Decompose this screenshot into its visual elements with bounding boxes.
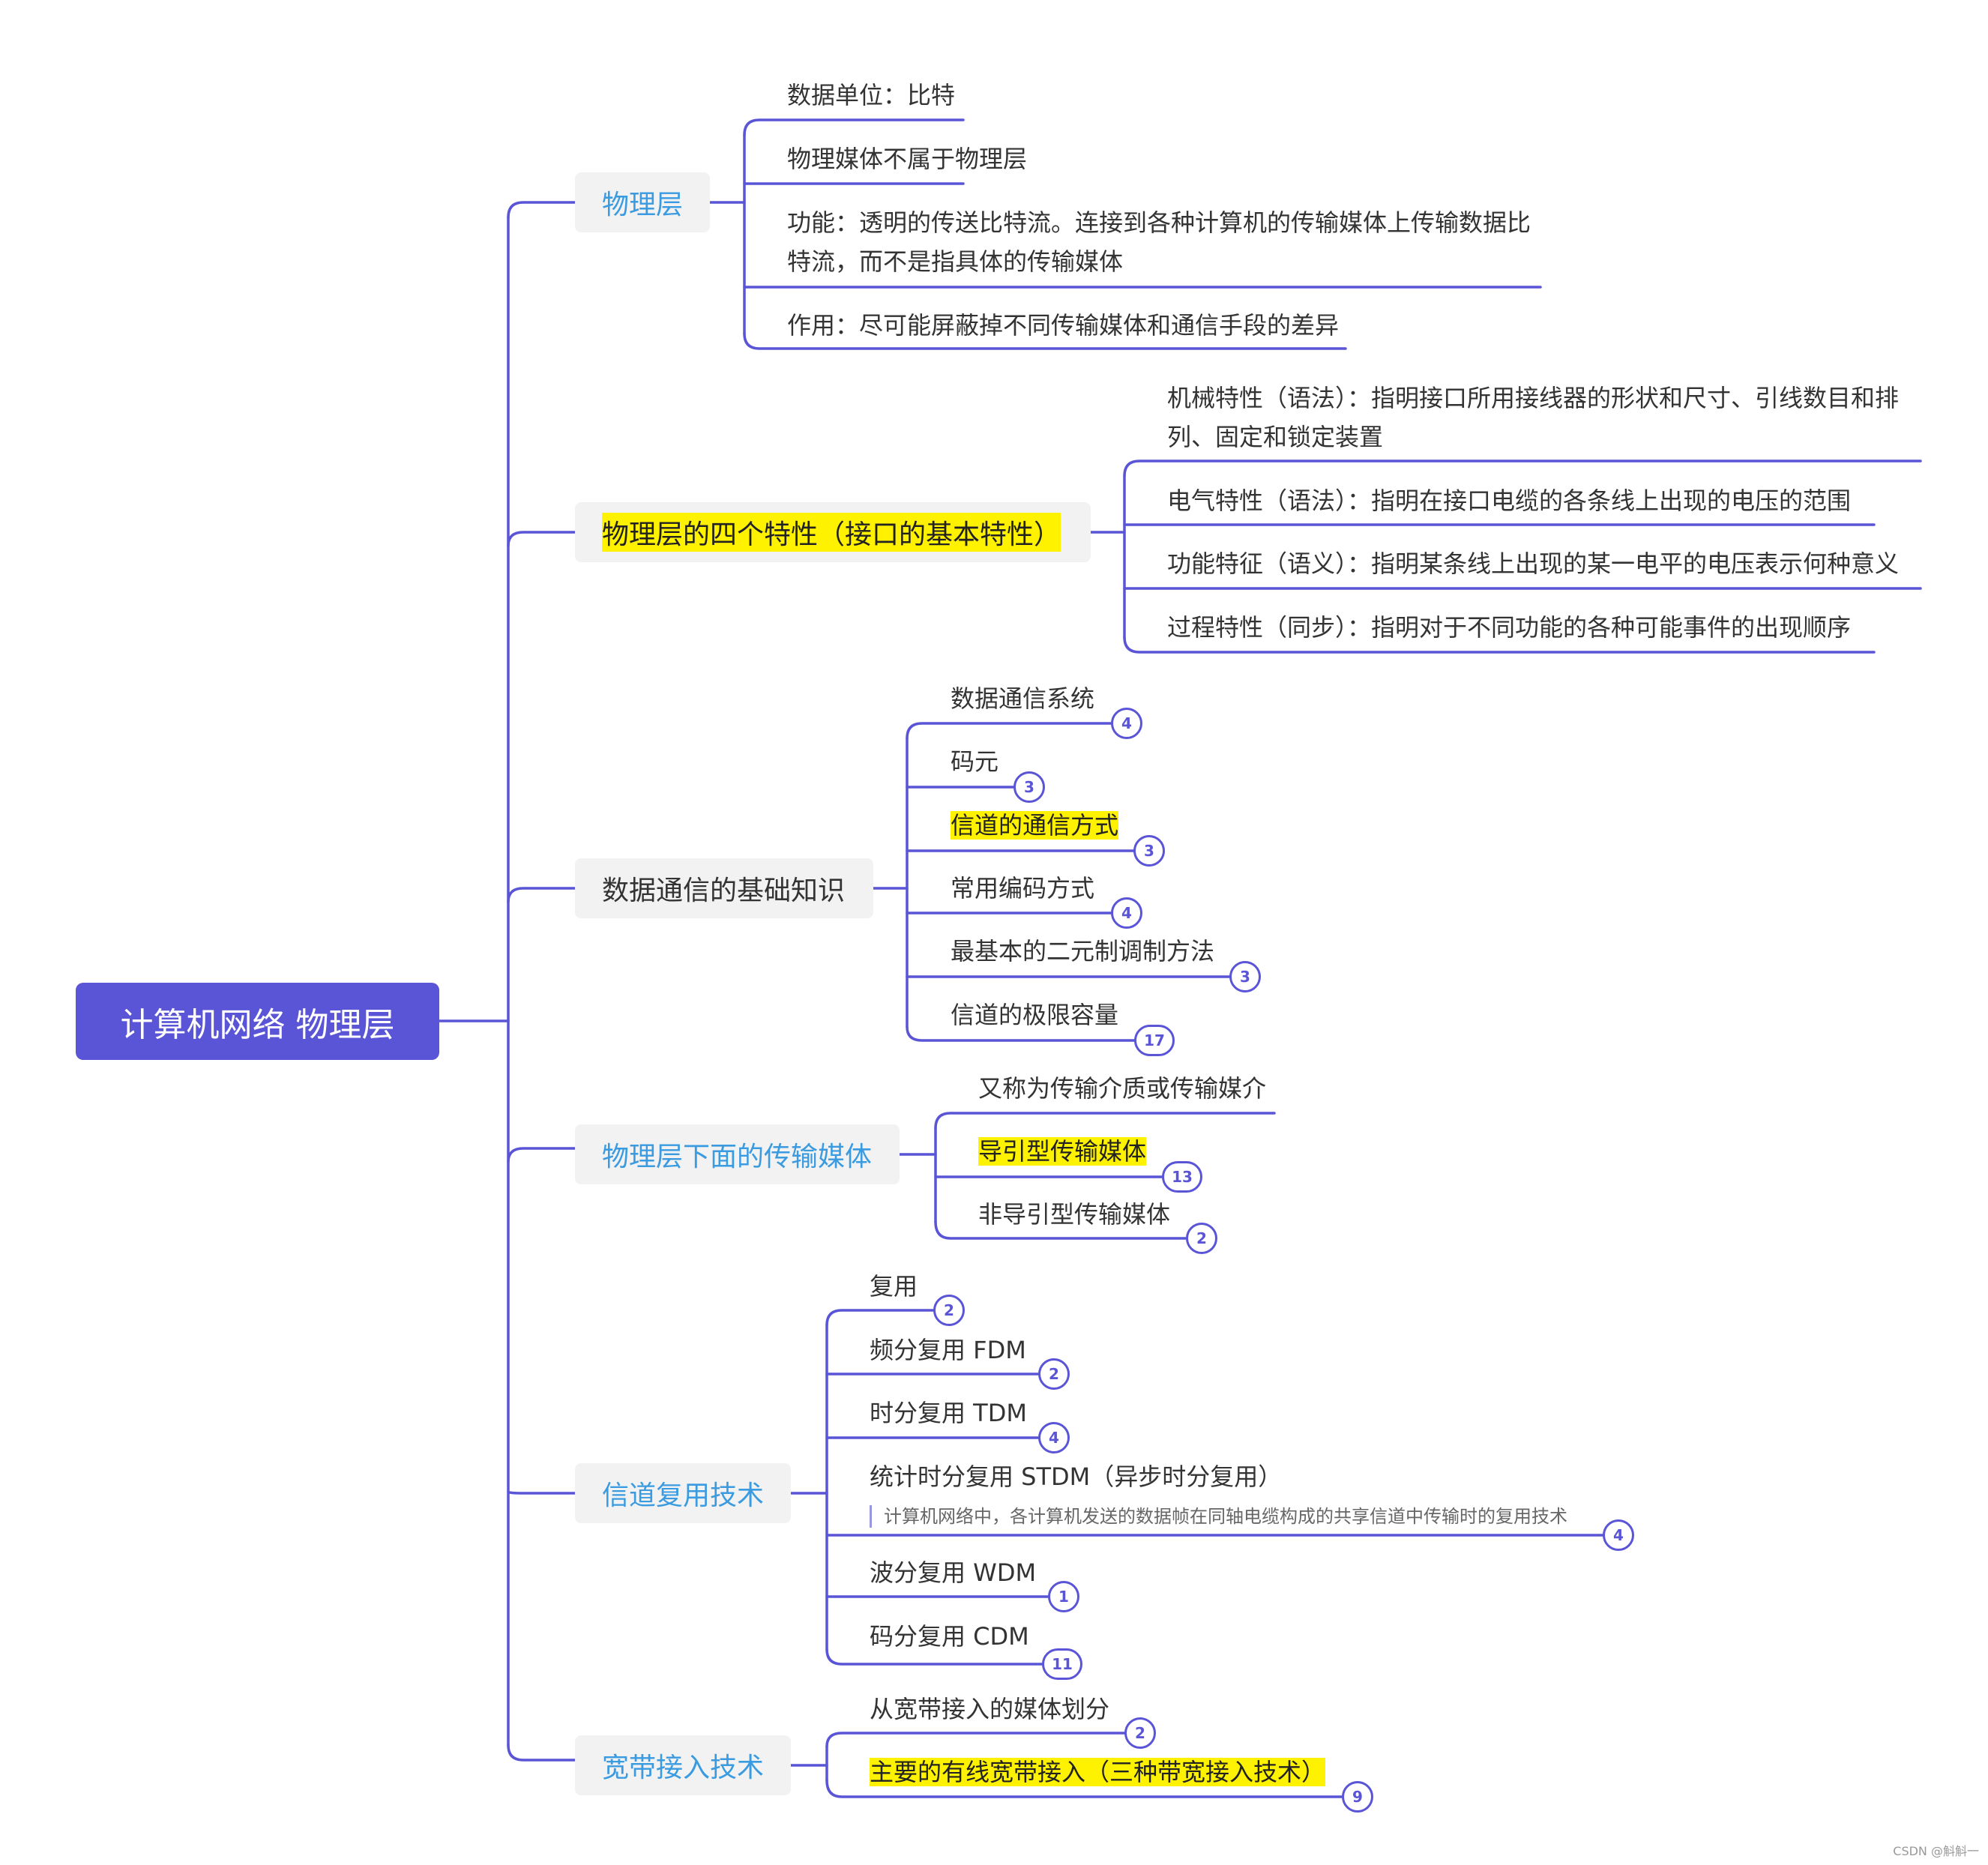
root-topic[interactable]: 计算机网络 物理层 — [76, 983, 439, 1060]
watermark: CSDN @斛斛一 — [1893, 1844, 1979, 1858]
leaf-wired-broadband-label: 主要的有线宽带接入（三种带宽接入技术） — [870, 1758, 1326, 1786]
count-badge[interactable]: 3 — [1229, 961, 1261, 992]
leaf-electrical[interactable]: 电气特性（语法）：指明在接口电缆的各条线上出现的电压的范围 — [1167, 486, 1852, 515]
count-badge[interactable]: 17 — [1134, 1025, 1175, 1056]
leaf-cdm[interactable]: 码分复用 CDM — [870, 1622, 1029, 1651]
count-badge[interactable]: 3 — [1013, 771, 1045, 803]
count-badge[interactable]: 2 — [933, 1295, 965, 1326]
leaf-functional[interactable]: 功能特征（语义）：指明某条线上出现的某一电平的电压表示何种意义 — [1167, 549, 1900, 578]
count-badge[interactable]: 3 — [1133, 835, 1165, 867]
branch-channel-multiplexing[interactable]: 信道复用技术 — [575, 1463, 791, 1523]
branch-four-characteristics[interactable]: 物理层的四个特性（接口的基本特性） — [575, 502, 1091, 562]
branch-four-characteristics-label: 物理层的四个特性（接口的基本特性） — [602, 513, 1061, 552]
leaf-also-called[interactable]: 又称为传输介质或传输媒介 — [978, 1074, 1267, 1103]
leaf-channel-comm-mode[interactable]: 信道的通信方式 — [951, 806, 1119, 845]
leaf-tdm[interactable]: 时分复用 TDM — [870, 1399, 1027, 1427]
count-badge[interactable]: 9 — [1342, 1781, 1373, 1813]
leaf-media-classification[interactable]: 从宽带接入的媒体划分 — [870, 1695, 1110, 1723]
count-badge[interactable]: 1 — [1048, 1581, 1079, 1612]
leaf-modulation[interactable]: 最基本的二元制调制方法 — [951, 937, 1215, 965]
count-badge[interactable]: 11 — [1042, 1648, 1082, 1680]
leaf-encoding[interactable]: 常用编码方式 — [951, 874, 1095, 903]
leaf-data-unit[interactable]: 数据单位：比特 — [787, 81, 956, 109]
count-badge[interactable]: 4 — [1111, 708, 1142, 739]
leaf-data-comm-system[interactable]: 数据通信系统 — [951, 684, 1095, 713]
leaf-media-not-physical[interactable]: 物理媒体不属于物理层 — [787, 145, 1028, 173]
count-badge[interactable]: 2 — [1038, 1358, 1070, 1390]
note-stdm: 计算机网络中，各计算机发送的数据帧在同轴电缆构成的共享信道中传输时的复用技术 — [870, 1505, 1567, 1528]
leaf-channel-comm-mode-label: 信道的通信方式 — [951, 811, 1119, 840]
count-badge[interactable]: 2 — [1124, 1717, 1156, 1749]
leaf-function[interactable]: 功能：透明的传送比特流。连接到各种计算机的传输媒体上传输数据比特流，而不是指具体… — [787, 208, 1531, 276]
count-badge[interactable]: 4 — [1111, 897, 1142, 929]
leaf-symbol[interactable]: 码元 — [951, 747, 999, 776]
leaf-multiplexing[interactable]: 复用 — [870, 1272, 918, 1301]
leaf-wdm[interactable]: 波分复用 WDM — [870, 1558, 1037, 1587]
count-badge[interactable]: 4 — [1038, 1422, 1070, 1453]
count-badge[interactable]: 2 — [1186, 1223, 1217, 1254]
count-badge[interactable]: 13 — [1162, 1161, 1202, 1193]
branch-broadband-access[interactable]: 宽带接入技术 — [575, 1735, 791, 1795]
leaf-procedural[interactable]: 过程特性（同步）：指明对于不同功能的各种可能事件的出现顺序 — [1167, 613, 1852, 642]
leaf-channel-capacity[interactable]: 信道的极限容量 — [951, 1001, 1119, 1029]
leaf-stdm[interactable]: 统计时分复用 STDM（异步时分复用） — [870, 1462, 1283, 1491]
branch-physical-layer[interactable]: 物理层 — [575, 172, 710, 232]
leaf-unguided-media[interactable]: 非导引型传输媒体 — [978, 1200, 1171, 1229]
leaf-wired-broadband[interactable]: 主要的有线宽带接入（三种带宽接入技术） — [870, 1753, 1326, 1792]
branch-data-comm-basics[interactable]: 数据通信的基础知识 — [575, 858, 873, 918]
leaf-mechanical[interactable]: 机械特性（语法）：指明接口所用接线器的形状和尺寸、引线数目和排列、固定和锁定装置 — [1167, 384, 1900, 451]
branch-transmission-media[interactable]: 物理层下面的传输媒体 — [575, 1124, 900, 1184]
leaf-guided-media[interactable]: 导引型传输媒体 — [978, 1132, 1147, 1171]
count-badge[interactable]: 4 — [1603, 1519, 1634, 1551]
leaf-fdm[interactable]: 频分复用 FDM — [870, 1336, 1026, 1364]
leaf-guided-media-label: 导引型传输媒体 — [978, 1137, 1147, 1166]
leaf-purpose[interactable]: 作用：尽可能屏蔽掉不同传输媒体和通信手段的差异 — [787, 311, 1340, 340]
